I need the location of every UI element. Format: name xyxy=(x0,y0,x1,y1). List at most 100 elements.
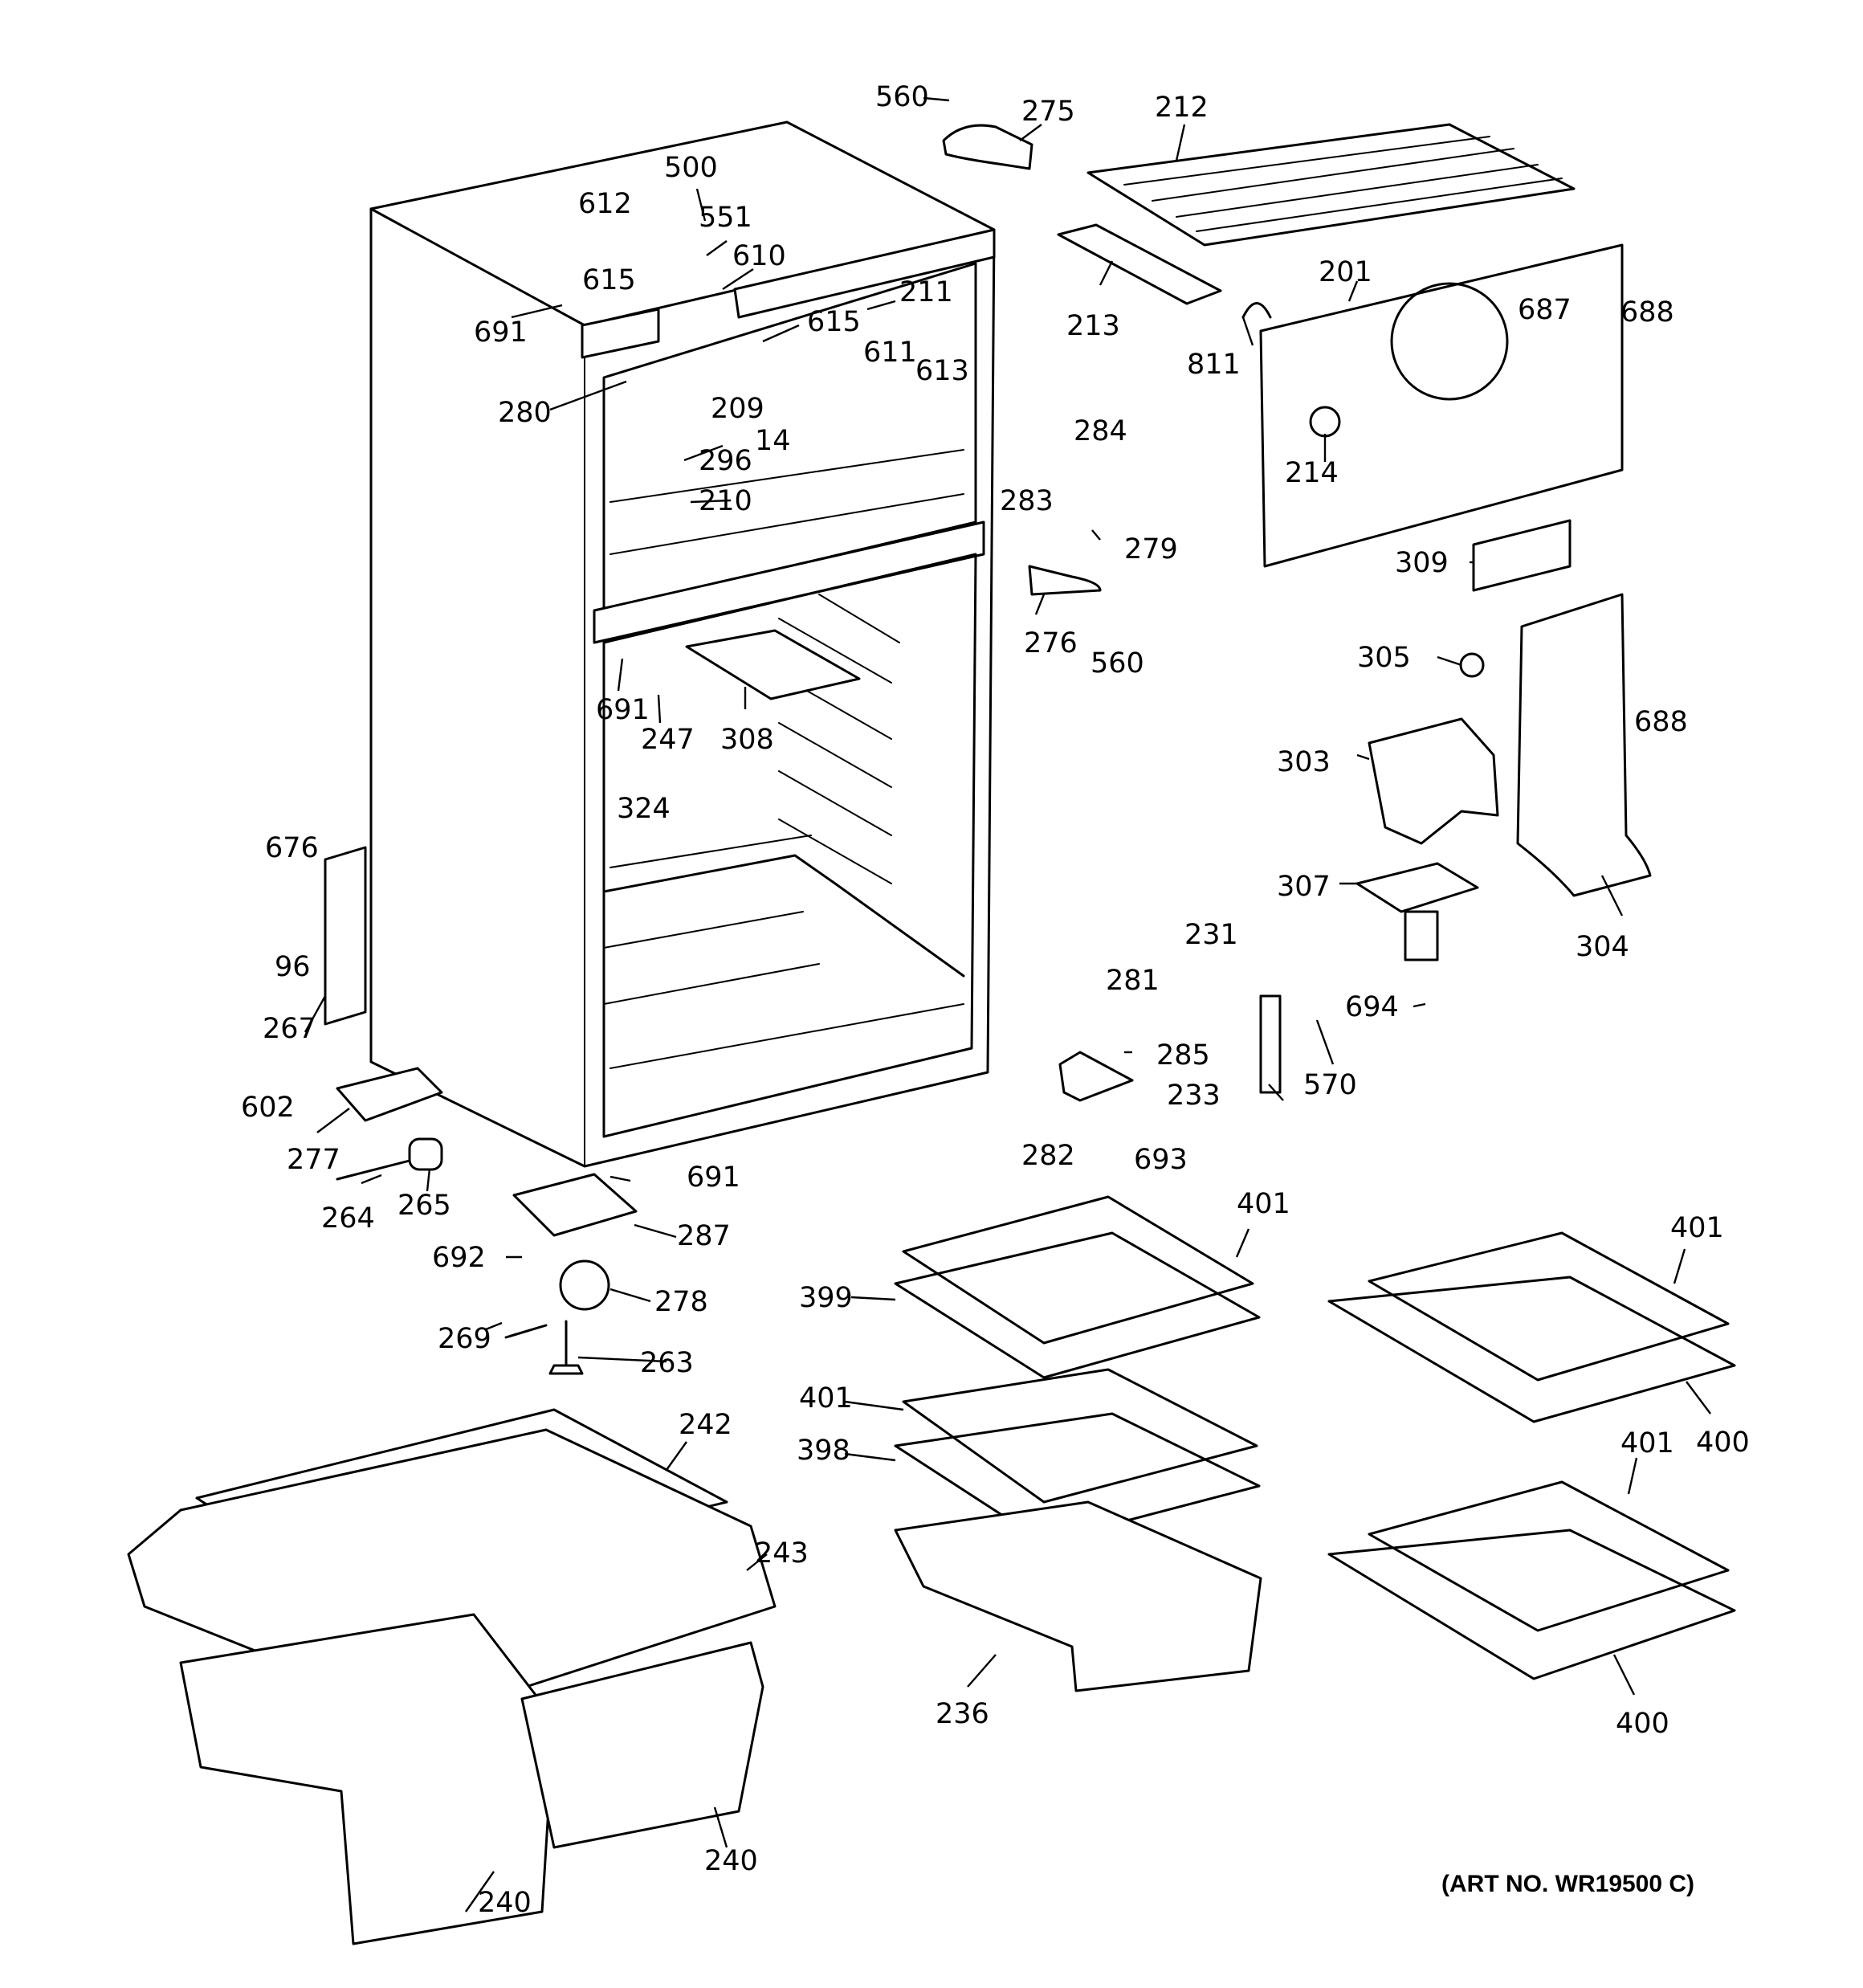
label-278: 278 xyxy=(654,1286,708,1318)
part-number-labels: 560 275 212 500 612 551 610 615 691 615 … xyxy=(241,81,1750,1919)
wire-clip xyxy=(1241,302,1272,319)
ice-tray xyxy=(1057,223,1222,305)
label-210: 210 xyxy=(699,485,752,517)
label-209: 209 xyxy=(711,393,764,425)
label-276: 276 xyxy=(1024,627,1078,659)
label-242: 242 xyxy=(679,1409,732,1441)
label-401-c: 401 xyxy=(799,1382,853,1414)
label-269: 269 xyxy=(438,1323,491,1355)
top-hinge xyxy=(942,124,1033,170)
label-401-d: 401 xyxy=(1620,1427,1674,1459)
hinge-bracket xyxy=(1028,565,1102,596)
label-688-top: 688 xyxy=(1620,296,1674,329)
crisper-drawer-right xyxy=(520,1641,764,1849)
label-401-b: 401 xyxy=(1670,1212,1724,1244)
label-570: 570 xyxy=(1303,1069,1357,1101)
label-287: 287 xyxy=(677,1220,731,1252)
label-401-a: 401 xyxy=(1237,1188,1290,1220)
crisper-drawer-left xyxy=(179,1613,556,1945)
leader-lines xyxy=(304,96,1711,1912)
fresh-food-cover xyxy=(685,629,861,700)
label-308: 308 xyxy=(720,724,774,756)
label-307: 307 xyxy=(1277,871,1331,903)
label-691-low: 691 xyxy=(687,1161,740,1194)
center-hinge xyxy=(1058,1051,1134,1102)
label-243: 243 xyxy=(755,1537,809,1570)
label-309: 309 xyxy=(1395,547,1449,579)
label-693: 693 xyxy=(1134,1144,1188,1176)
label-14: 14 xyxy=(755,425,791,457)
dispenser-knob xyxy=(1459,652,1485,678)
label-233: 233 xyxy=(1167,1080,1221,1112)
label-613: 613 xyxy=(915,355,969,387)
label-691-top: 691 xyxy=(474,316,528,349)
label-400-a: 400 xyxy=(1696,1427,1750,1459)
label-304: 304 xyxy=(1576,931,1629,963)
label-264: 264 xyxy=(321,1202,375,1235)
label-615-b: 615 xyxy=(807,306,861,338)
label-691-mid: 691 xyxy=(596,694,650,726)
label-676: 676 xyxy=(265,832,319,864)
label-688-mid: 688 xyxy=(1634,706,1688,738)
label-694: 694 xyxy=(1345,991,1399,1023)
freezer-rear-panel xyxy=(1259,243,1624,568)
label-551: 551 xyxy=(699,202,752,234)
label-277: 277 xyxy=(287,1144,340,1176)
label-811: 811 xyxy=(1187,349,1241,381)
label-240-b: 240 xyxy=(704,1845,758,1877)
roller xyxy=(408,1137,443,1171)
label-279: 279 xyxy=(1124,533,1178,565)
label-305: 305 xyxy=(1357,642,1411,674)
cabinet-shell xyxy=(369,120,996,1168)
label-296: 296 xyxy=(699,445,752,477)
art-number: (ART NO. WR19500 C) xyxy=(1441,1871,1694,1897)
label-615-a: 615 xyxy=(582,264,636,296)
label-281: 281 xyxy=(1106,965,1160,997)
label-201: 201 xyxy=(1319,256,1372,288)
label-263: 263 xyxy=(640,1347,694,1379)
meat-drawer xyxy=(894,1500,1262,1692)
label-275: 275 xyxy=(1021,96,1075,128)
label-284: 284 xyxy=(1074,415,1127,447)
label-282: 282 xyxy=(1021,1140,1075,1172)
glass-shelf-upper-left xyxy=(894,1195,1261,1379)
glass-shelf-lower-right xyxy=(1327,1480,1736,1680)
panel-label xyxy=(1472,519,1572,592)
leveling-wheel xyxy=(559,1259,610,1311)
temp-control-knob xyxy=(1309,406,1341,438)
label-280: 280 xyxy=(498,397,552,429)
dispenser-bin xyxy=(1368,717,1499,845)
label-211: 211 xyxy=(899,276,953,308)
label-212: 212 xyxy=(1155,92,1209,124)
label-611: 611 xyxy=(863,337,917,369)
label-400-b: 400 xyxy=(1616,1708,1669,1740)
freezer-wire-shelf xyxy=(1086,123,1576,247)
glass-shelf-lower-left xyxy=(894,1368,1261,1544)
label-610: 610 xyxy=(732,240,786,272)
label-687: 687 xyxy=(1518,294,1572,326)
label-560-top: 560 xyxy=(875,81,929,113)
label-692: 692 xyxy=(432,1242,486,1274)
label-500: 500 xyxy=(664,152,718,184)
bottom-bracket xyxy=(336,1067,443,1122)
label-265: 265 xyxy=(397,1190,451,1222)
label-602: 602 xyxy=(241,1092,295,1124)
label-324: 324 xyxy=(617,793,671,825)
label-214: 214 xyxy=(1285,457,1339,489)
bottom-hinge-plate xyxy=(512,1173,638,1237)
label-612: 612 xyxy=(578,188,632,220)
label-247: 247 xyxy=(641,724,695,756)
label-236: 236 xyxy=(936,1698,989,1730)
label-267: 267 xyxy=(263,1013,316,1045)
label-399: 399 xyxy=(799,1282,853,1314)
label-96: 96 xyxy=(275,951,311,983)
ice-dispenser-housing xyxy=(1516,593,1652,897)
side-trim xyxy=(324,846,367,1026)
label-240-a: 240 xyxy=(478,1887,532,1919)
label-283: 283 xyxy=(1000,485,1054,517)
glass-shelf-upper-right xyxy=(1327,1231,1736,1423)
label-213: 213 xyxy=(1066,310,1120,342)
label-303: 303 xyxy=(1277,746,1331,778)
